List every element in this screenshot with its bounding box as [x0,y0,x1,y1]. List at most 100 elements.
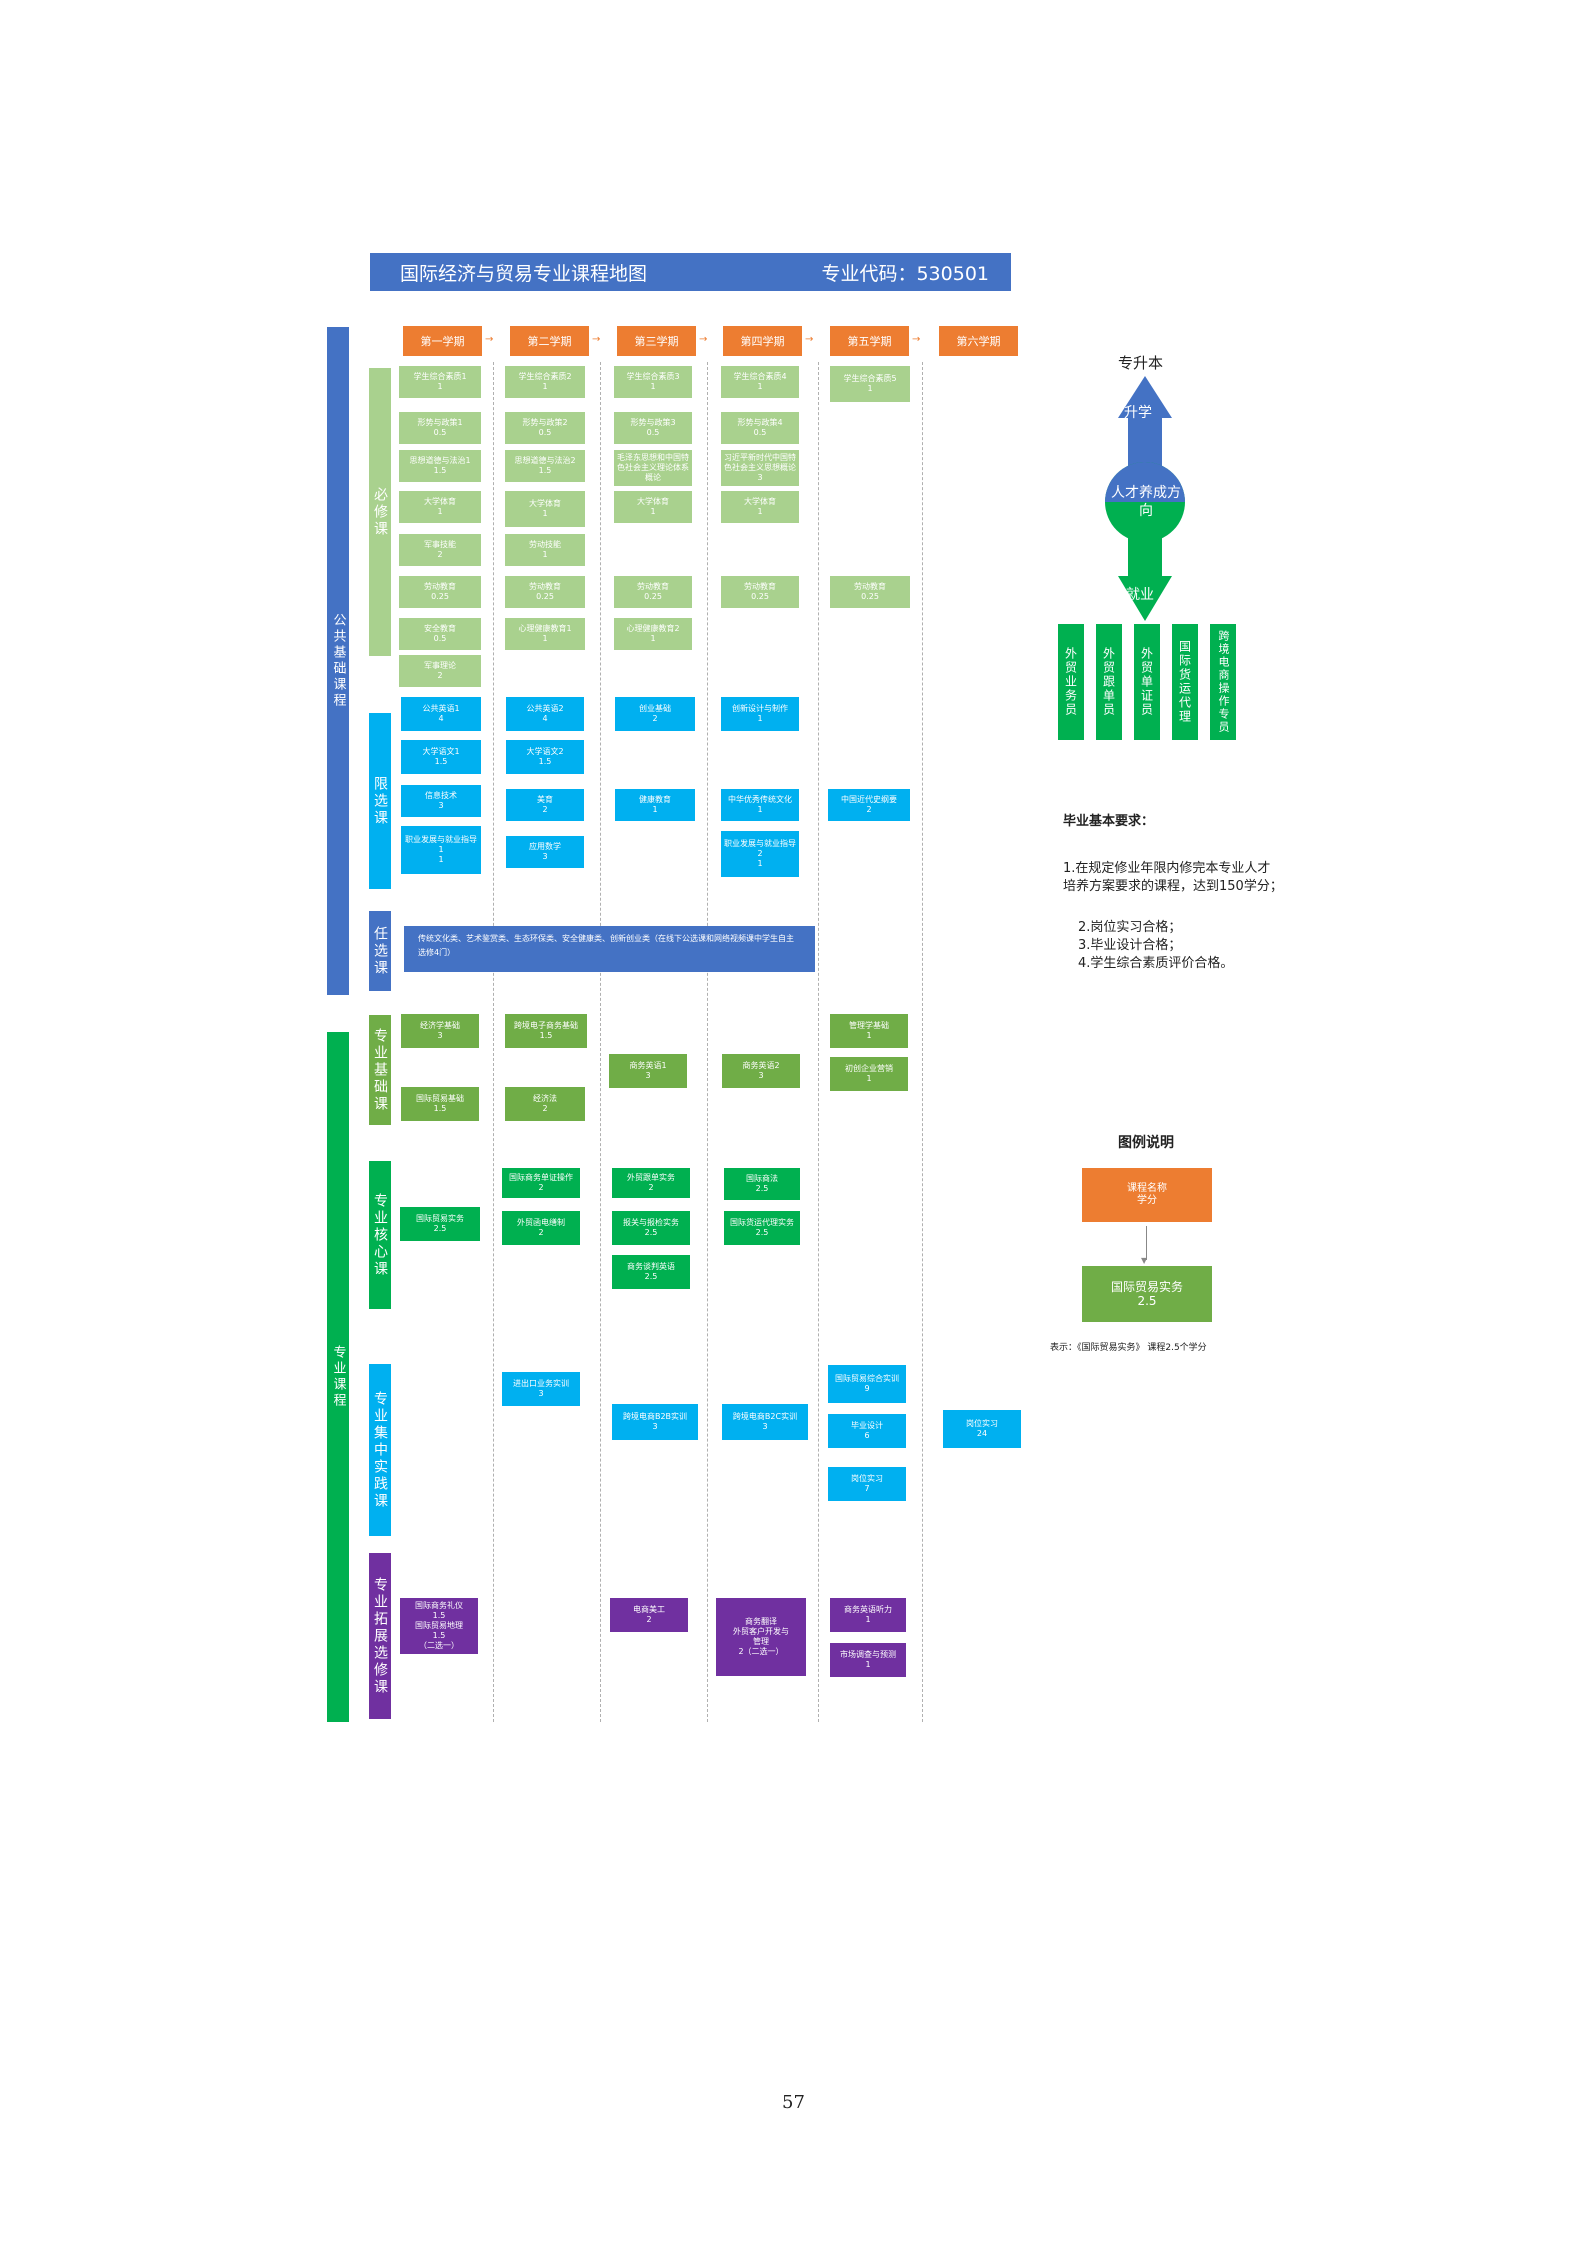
job-box: 跨境电商操作专员 [1210,624,1236,740]
semester-1: 第一学期 [403,326,482,356]
arrow-right-icon: → [485,334,494,345]
requirement-line: 2.岗位实习合格； [1078,920,1182,935]
legend-note: 表示：《国际贸易实务》 课程2.5个学分 [1050,1343,1207,1353]
arrow-right-icon: → [912,334,921,345]
category-limited: 限选课 [369,713,391,889]
employment-label: 就业 [1126,587,1154,603]
job-box: 外贸跟单员 [1096,624,1122,740]
major-courses-bar: 专业课程 [327,1032,349,1722]
column-divider [818,362,819,1722]
job-box: 外贸单证员 [1134,624,1160,740]
further-study-label: 升学 [1124,405,1152,421]
category-practice: 专业集中实践课 [369,1364,391,1536]
requirements-title: 毕业基本要求： [1063,814,1155,829]
category-optional: 任选课 [369,911,391,991]
semester-4: 第四学期 [723,326,802,356]
page-number: 57 [782,2092,805,2113]
arrow-right-icon: → [805,334,814,345]
requirement-line: 4.学生综合素质评价合格。 [1078,956,1234,971]
public-courses-bar: 公共基础课程 [327,327,349,995]
job-box: 国际货运代理 [1172,624,1198,740]
category-major-core: 专业核心课 [369,1161,391,1309]
arrow-right-icon: → [592,334,601,345]
major-code: 专业代码：530501 [821,262,989,285]
category-required: 必修课 [369,368,391,656]
semester-6: 第六学期 [939,326,1018,356]
legend-sample-header: 课程名称学分 [1082,1168,1212,1222]
direction-label: 人才养成方向 [1111,485,1181,519]
legend-title: 图例说明 [1118,1135,1174,1151]
upgrade-label: 专升本 [1118,354,1164,372]
column-divider [493,362,494,1722]
direction-diagram [1105,376,1185,621]
category-major-basic: 专业基础课 [369,1015,391,1125]
requirement-line: 3.毕业设计合格； [1078,938,1182,953]
legend-connector [1146,1226,1147,1260]
course-box: 毛泽东思想和中国特色社会主义理论体系概论 [614,450,692,486]
map-title-bar: 国际经济与贸易专业课程地图 专业代码：530501 [370,253,1011,291]
category-extension: 专业拓展选修课 [369,1553,391,1719]
semester-2: 第二学期 [510,326,589,356]
semester-3: 第三学期 [617,326,696,356]
requirement-line: 1.在规定修业年限内修完本专业人才培养方案要求的课程，达到150学分； [1063,861,1283,894]
